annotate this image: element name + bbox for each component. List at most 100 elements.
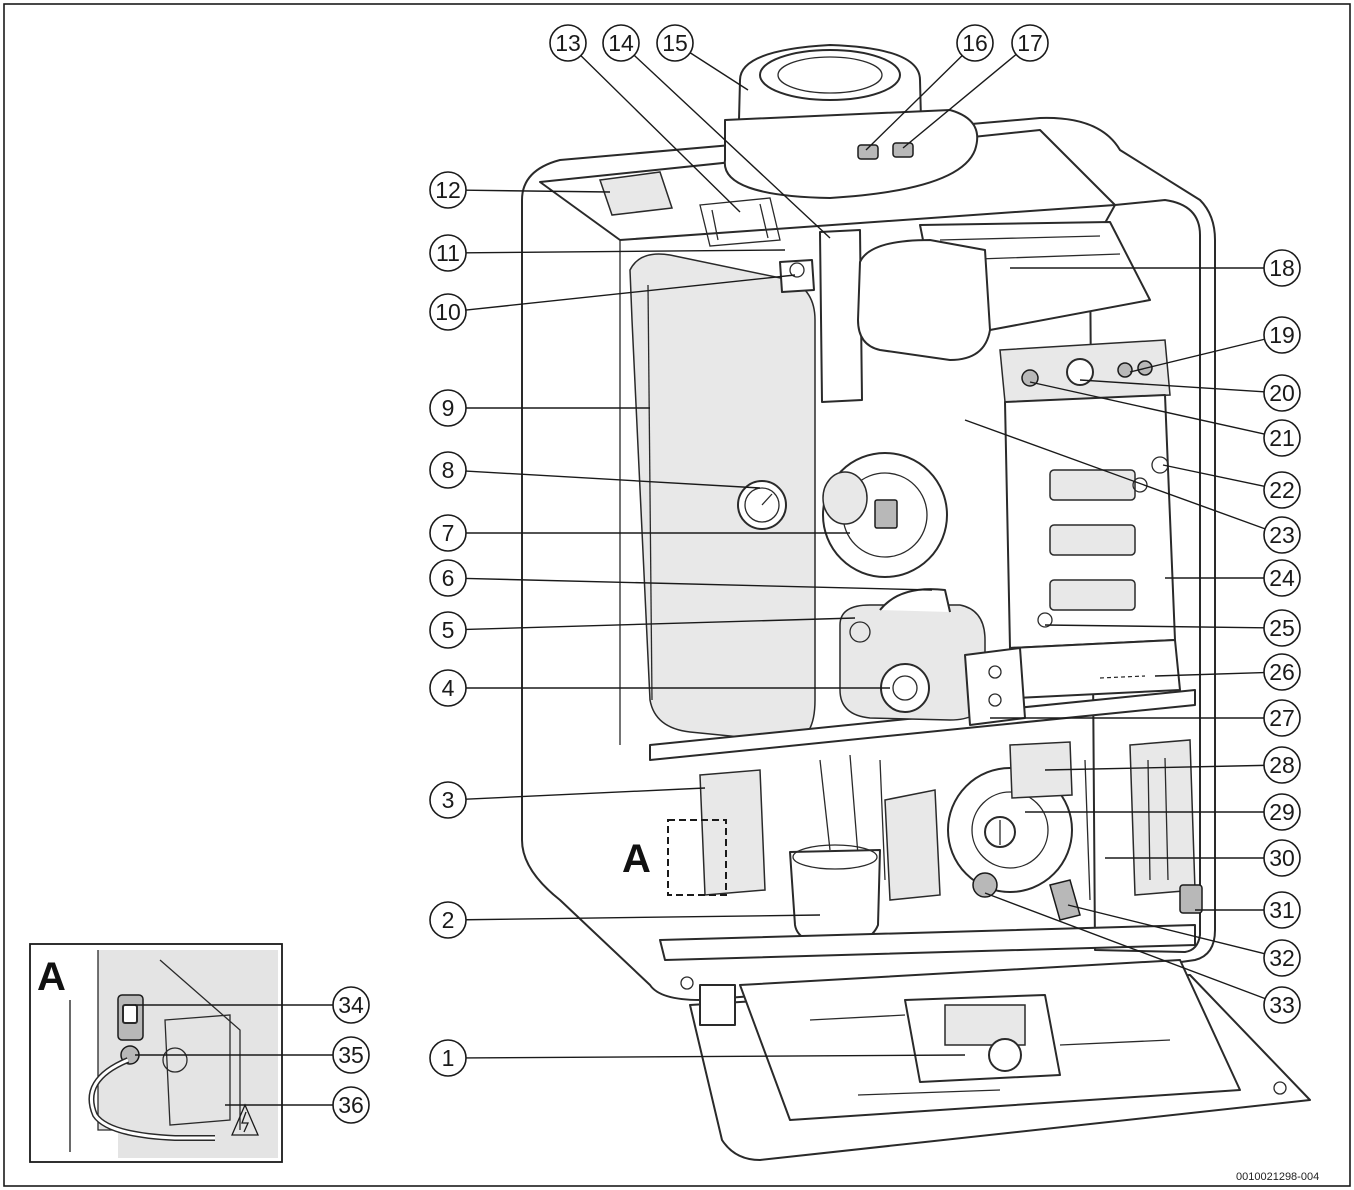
callout-circle-24	[1263, 559, 1301, 597]
leader-line-12	[465, 189, 611, 193]
pump-relay	[1009, 741, 1073, 799]
callout-number-6: 6	[442, 565, 455, 591]
callout-number-7: 7	[442, 520, 455, 546]
leader-line-33	[984, 892, 1266, 1000]
callout-circle-29	[1263, 793, 1301, 831]
callout-number-18: 18	[1269, 255, 1295, 281]
top-bracket	[699, 197, 781, 247]
boiler-illustration	[521, 44, 1311, 1161]
callout-number-30: 30	[1269, 845, 1295, 871]
leader-line-16	[865, 55, 963, 151]
side-bracket	[1129, 739, 1196, 896]
condensate-panel	[1009, 639, 1181, 699]
callout-number-33: 33	[1269, 992, 1295, 1018]
callout-circle-14	[602, 24, 640, 62]
fan-housing	[857, 239, 991, 361]
callout-number-5: 5	[442, 617, 455, 643]
callout-circle-35	[332, 1036, 370, 1074]
leader-line-32	[1067, 904, 1265, 955]
callout-number-27: 27	[1269, 705, 1295, 731]
callout-number-29: 29	[1269, 799, 1295, 825]
callout-circle-30	[1263, 839, 1301, 877]
flue-test-point-16	[857, 144, 879, 160]
callout-circle-23	[1263, 516, 1301, 554]
callout-number-36: 36	[338, 1092, 364, 1118]
callout-circle-6	[429, 559, 467, 597]
callout-circle-1	[429, 1039, 467, 1077]
expansion-vessel	[629, 253, 816, 743]
callout-circle-26	[1263, 653, 1301, 691]
leader-line-14	[633, 54, 831, 239]
detail-a-label: A	[622, 837, 651, 881]
callout-number-32: 32	[1269, 945, 1295, 971]
leader-line-22	[1162, 464, 1265, 487]
callout-number-31: 31	[1269, 897, 1295, 923]
callout-number-25: 25	[1269, 615, 1295, 641]
leader-line-20	[1079, 379, 1265, 393]
leader-line-26	[1154, 671, 1265, 677]
callout-number-21: 21	[1269, 425, 1295, 451]
left-connector	[699, 769, 766, 896]
callout-circle-20	[1263, 374, 1301, 412]
valve-33	[972, 872, 998, 898]
callout-number-26: 26	[1269, 659, 1295, 685]
callout-number-24: 24	[1269, 565, 1295, 591]
callout-circle-32	[1263, 939, 1301, 977]
leader-line-28	[1044, 764, 1265, 771]
callout-circle-16	[956, 24, 994, 62]
leader-lines	[135, 52, 1266, 1106]
callout-number-17: 17	[1017, 30, 1043, 56]
electrical-warning-icon	[231, 1103, 259, 1136]
callout-circle-10	[429, 293, 467, 331]
leader-line-3	[465, 787, 706, 800]
leader-line-8	[465, 470, 761, 489]
bottom-tray	[659, 924, 1196, 961]
callout-number-20: 20	[1269, 380, 1295, 406]
callout-number-22: 22	[1269, 477, 1295, 503]
callout-number-12: 12	[435, 177, 461, 203]
callout-number-9: 9	[442, 395, 455, 421]
callout-circle-13	[549, 24, 587, 62]
callout-number-10: 10	[435, 299, 461, 325]
leader-line-2	[465, 914, 821, 921]
callout-number-28: 28	[1269, 752, 1295, 778]
valve-32	[1049, 879, 1081, 921]
callout-number-8: 8	[442, 457, 455, 483]
callout-circle-3	[429, 781, 467, 819]
document-id: 0010021298-004	[1236, 1171, 1319, 1183]
callout-circle-33	[1263, 986, 1301, 1024]
callout-circle-36	[332, 1086, 370, 1124]
sensor-22	[1151, 456, 1169, 474]
callout-circle-17	[1011, 24, 1049, 62]
callout-number-13: 13	[555, 30, 581, 56]
pipe-joint-5	[849, 621, 871, 643]
callout-circle-8	[429, 451, 467, 489]
callout-circle-31	[1263, 891, 1301, 929]
callout-circle-27	[1263, 699, 1301, 737]
callout-circle-18	[1263, 249, 1301, 287]
callout-circle-34	[332, 986, 370, 1024]
sight-glass	[1066, 358, 1094, 386]
top-label-window	[598, 171, 674, 216]
callout-circle-28	[1263, 746, 1301, 784]
callout-circle-19	[1263, 316, 1301, 354]
callout-circle-25	[1263, 609, 1301, 647]
callout-number-35: 35	[338, 1042, 364, 1068]
leader-line-5	[465, 617, 856, 631]
display-screen	[944, 1004, 1026, 1046]
callout-circle-9	[429, 389, 467, 427]
callout-circle-22	[1263, 471, 1301, 509]
gas-valve	[964, 647, 1026, 726]
control-knob	[988, 1038, 1022, 1072]
side-switch	[1179, 884, 1203, 914]
callout-circle-7	[429, 514, 467, 552]
callout-circle-21	[1263, 419, 1301, 457]
callout-number-4: 4	[442, 675, 455, 701]
callout-number-34: 34	[338, 992, 364, 1018]
leader-line-10	[465, 274, 796, 311]
callout-number-1: 1	[442, 1045, 455, 1071]
callout-number-14: 14	[608, 30, 634, 56]
